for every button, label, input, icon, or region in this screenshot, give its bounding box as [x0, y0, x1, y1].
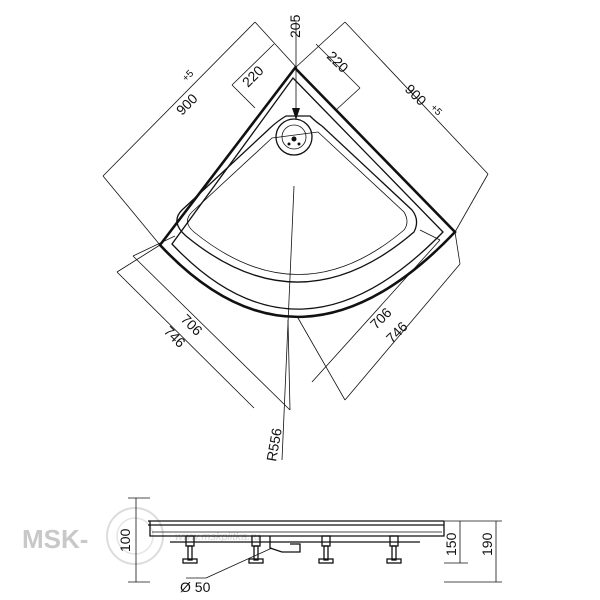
dim-width-right: 900 [402, 81, 430, 109]
dim-drain-offset: 205 [287, 14, 303, 38]
drain-center [291, 136, 297, 142]
drain-inner [281, 124, 307, 150]
tray-side-view [148, 520, 445, 564]
watermark: MSK- www.mskplitka.ru [22, 507, 260, 565]
tray-plan-view [158, 66, 457, 319]
drain-trap [269, 536, 301, 553]
watermark-brand: MSK- [22, 524, 88, 554]
dim-height-left: 100 [117, 528, 133, 552]
tray-legs [182, 535, 402, 564]
dim-corner-left: 220 [239, 62, 267, 90]
side-dimension-lines [128, 497, 502, 583]
tray-inner-basin-edge [187, 131, 408, 275]
dim-width-left-tol: +5 [180, 68, 196, 84]
watermark-site: www.mskplitka.ru [175, 531, 260, 543]
dim-width-left: 900 [173, 90, 201, 118]
tray-outer-rim [158, 66, 457, 319]
tray-inner-basin [176, 115, 418, 283]
dim-height-right: 190 [479, 532, 495, 556]
side-dimension-labels: 100 150 190 Ø 50 [117, 528, 495, 595]
drain-outer [275, 118, 313, 156]
plan-dimension-lines [102, 20, 489, 461]
dim-drain-diameter: Ø 50 [180, 579, 211, 595]
dim-width-right-tol: +5 [428, 102, 444, 118]
tray-lip [171, 76, 444, 310]
dim-radius: R556 [263, 427, 285, 463]
dim-height-mid: 150 [443, 532, 459, 556]
dim-corner-right: 220 [324, 48, 352, 76]
